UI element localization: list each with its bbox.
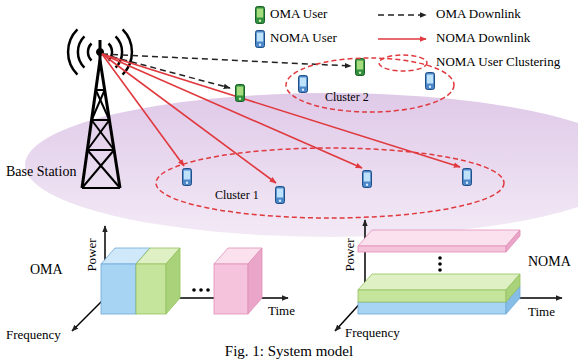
legend-text: OMA User [270,7,327,22]
station-label: Base Station [6,164,76,180]
cluster-label: Cluster 1 [215,189,259,203]
noma-user [426,73,435,90]
cluster-border [156,148,504,218]
noma-user [299,76,308,93]
cluster-outline [155,147,505,219]
noma-downlink-arrows [102,54,460,183]
oma-axes [72,226,288,331]
noma-user [463,169,472,186]
cluster-border [286,58,454,112]
axis-label: Power [85,238,100,271]
axis-label: Frequency [345,326,400,341]
legend-text: NOMA User [270,31,337,46]
oma-user [356,59,365,76]
axis-label: Power [343,238,358,271]
legend-text: NOMA User Clustering [436,55,560,70]
noma-user [363,171,372,188]
cluster-outline [285,57,455,113]
legend-text: NOMA Downlink [436,31,530,46]
oma-blocks [101,248,262,314]
noma-user [183,169,192,186]
axis-label: Time [268,304,295,319]
figure-caption: Fig. 1: System model [0,343,578,360]
legend-samples [256,7,428,72]
oma-user [236,85,245,102]
cluster-ellipse: Cluster 2 [285,57,455,113]
legend-text: OMA Downlink [436,7,521,22]
scheme-label: NOMA [528,254,571,270]
cluster-label: Cluster 2 [325,91,369,105]
axis-label: Time [528,305,555,320]
noma-user [276,187,285,204]
noma-axes [335,220,562,331]
noma-slabs [358,230,520,314]
cluster-ellipse: Cluster 1 [155,147,505,219]
axis-label: Frequency [6,328,61,343]
scheme-label: OMA [30,262,63,278]
